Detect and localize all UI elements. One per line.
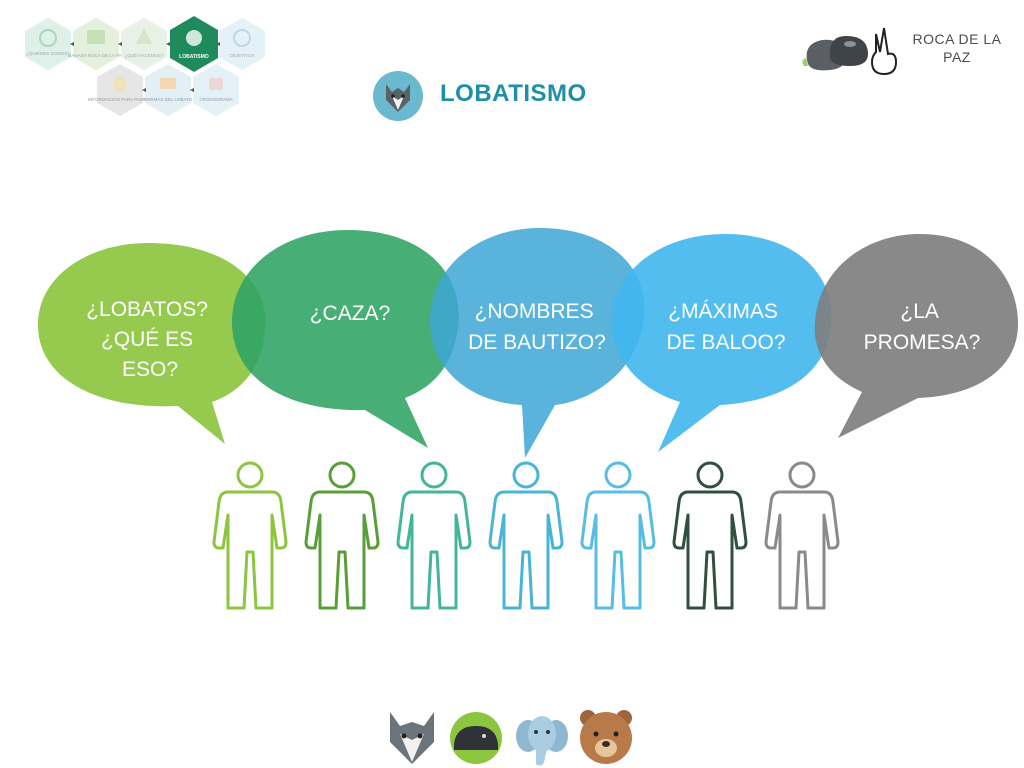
svg-text:CRONOGRAMA: CRONOGRAMA xyxy=(199,97,232,102)
person-icon xyxy=(396,461,472,610)
nav-item-lobatismo[interactable]: LOBATISMO xyxy=(170,16,218,72)
person-icon xyxy=(304,461,380,610)
bubble-maximas[interactable]: ¿MÁXIMAS DE BALOO? xyxy=(612,234,832,452)
elephant-icon[interactable] xyxy=(516,716,568,766)
brand-logo: ROCA DE LA PAZ xyxy=(790,14,1020,84)
bubble-lobatos[interactable]: ¿LOBATOS? ¿QUÉ ES ESO? xyxy=(38,243,266,444)
nav-item-informacion[interactable]: INFORMACIÓN PARA PADRES xyxy=(88,64,152,116)
hex-navigation: ¿QUIÉNES SOMOS? MANADA ROCA DE LA PAZ ¿Q… xyxy=(25,16,265,116)
bubble-line: ¿LOBATOS? xyxy=(86,298,208,321)
bubble-line: ¿CAZA? xyxy=(310,302,391,325)
brand-name: ROCA DE LA PAZ xyxy=(912,31,1002,65)
svg-text:¿CAZA?: ¿CAZA? xyxy=(310,302,391,325)
network-icon xyxy=(39,29,57,47)
page-title: LOBATISMO xyxy=(440,80,587,107)
bubble-caza[interactable]: ¿CAZA? xyxy=(232,230,459,448)
bubble-line: DE BAUTIZO? xyxy=(468,331,606,354)
bubble-line: DE BALOO? xyxy=(666,331,785,354)
bubble-line: PROMESA? xyxy=(864,331,981,354)
person-icon xyxy=(488,461,564,610)
bear-icon[interactable] xyxy=(580,710,632,764)
svg-text:INFORMACIÓN PARA PADRES: INFORMACIÓN PARA PADRES xyxy=(88,96,152,102)
nav-item-cronograma[interactable]: CRONOGRAMA xyxy=(193,64,239,116)
question-icon xyxy=(113,77,127,91)
svg-text:¿LOBATOS? ¿QUÉ ES: ¿LOBATOS? ¿QUÉ ES ESO? xyxy=(86,298,214,381)
svg-text:OBJETIVOS: OBJETIVOS xyxy=(229,53,254,58)
person-icon xyxy=(764,461,840,610)
svg-text:NORMAS DEL LOBATO: NORMAS DEL LOBATO xyxy=(144,97,193,102)
people-row xyxy=(212,461,840,610)
wolf-icon[interactable] xyxy=(390,712,434,764)
group-icon xyxy=(87,30,105,44)
svg-text:¿LA PROMESA?: ¿LA PROMESA? xyxy=(864,300,981,354)
svg-text:¿QUÉ HACEMOS?: ¿QUÉ HACEMOS? xyxy=(124,52,164,58)
bubble-line: ¿MÁXIMAS xyxy=(668,300,778,323)
wolf-icon xyxy=(373,71,423,121)
bubble-line: ESO? xyxy=(122,358,178,381)
rock-peace-icon xyxy=(802,27,898,76)
person-icon xyxy=(580,461,656,610)
person-icon xyxy=(212,461,288,610)
speech-bubbles: ¿LOBATOS? ¿QUÉ ES ESO? ¿CAZA? ¿NOMBRES D… xyxy=(38,228,1018,458)
svg-text:¿QUIÉNES SOMOS?: ¿QUIÉNES SOMOS? xyxy=(26,50,70,56)
bubble-line: ¿QUÉ ES xyxy=(101,328,193,351)
nav-item-quienes-somos[interactable]: ¿QUIÉNES SOMOS? xyxy=(25,18,71,70)
book-icon xyxy=(160,78,176,89)
wolf-icon xyxy=(186,30,202,46)
nav-item-normas[interactable]: NORMAS DEL LOBATO xyxy=(144,64,193,116)
animal-icons xyxy=(390,710,632,766)
bubble-line: ¿LA xyxy=(900,300,939,323)
svg-text:LOBATISMO: LOBATISMO xyxy=(179,54,209,60)
target-icon xyxy=(233,29,251,47)
svg-text:MANADA ROCA DE LA PAZ: MANADA ROCA DE LA PAZ xyxy=(68,53,125,58)
nav-arrows xyxy=(70,42,220,92)
svg-text:¿NOMBRES DE BAUTIZO?: ¿NOMBRES DE BAUTIZO? xyxy=(468,300,606,354)
svg-text:¿MÁXIMAS DE BALOO?: ¿MÁXIMAS DE BALOO? xyxy=(666,300,785,354)
calendar-icon xyxy=(209,78,223,90)
nav-item-manada[interactable]: MANADA ROCA DE LA PAZ xyxy=(68,18,125,70)
person-icon xyxy=(672,461,748,610)
bubble-line: ¿NOMBRES xyxy=(475,300,594,323)
bubble-nombres[interactable]: ¿NOMBRES DE BAUTIZO? xyxy=(430,228,645,458)
nav-item-objetivos[interactable]: OBJETIVOS xyxy=(219,18,265,70)
panther-icon[interactable] xyxy=(450,712,502,764)
bubble-promesa[interactable]: ¿LA PROMESA? xyxy=(814,234,1018,438)
tent-icon xyxy=(136,28,152,44)
nav-item-que-hacemos[interactable]: ¿QUÉ HACEMOS? xyxy=(121,18,167,70)
